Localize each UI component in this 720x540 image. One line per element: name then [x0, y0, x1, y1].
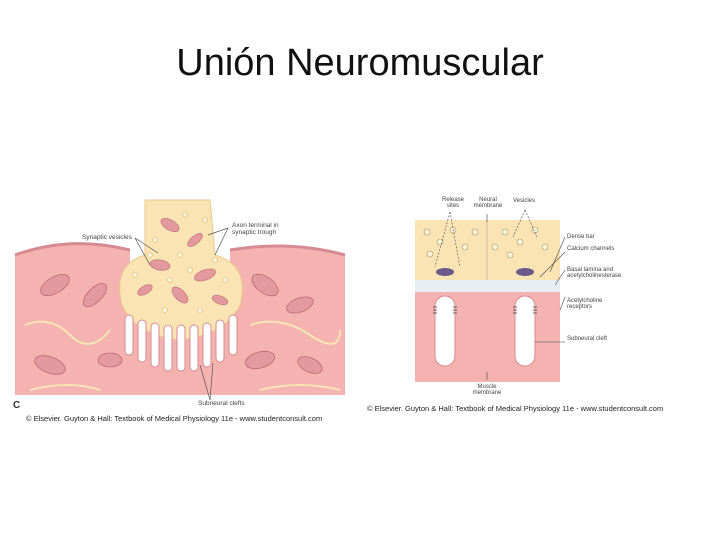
neuromuscular-junction-illustration: Synaptic vesicles Axon terminal in synap… [10, 195, 350, 430]
right-credit: © Elsevier. Guyton & Hall: Textbook of M… [367, 404, 664, 413]
label-ach-receptors: Acetylcholine receptors [567, 298, 603, 311]
label-calcium-channels: Calcium channels [567, 246, 615, 252]
left-credit: © Elsevier. Guyton & Hall: Textbook of M… [26, 414, 323, 423]
label-release-sites: Release sites [441, 197, 464, 210]
label-subneural-clefts: Subneural clefts [198, 400, 245, 407]
slide-title: Unión Neuromuscular [176, 42, 544, 84]
label-muscle-membrane: Muscle membrane [472, 384, 502, 397]
label-vesicles: Vesicles [513, 198, 536, 204]
label-synaptic-vesicles: Synaptic vesicles [82, 234, 132, 241]
panel-letter: C [13, 400, 21, 411]
label-neural-membrane: Neural membrane [473, 197, 503, 210]
synapse-detail-drawing [415, 209, 566, 382]
synapse-detail-illustration: Release sites Neural membrane Vesicles D… [365, 192, 710, 417]
label-subneural-cleft: Subneural cleft [567, 336, 608, 342]
label-dense-bar: Dense bar [567, 234, 595, 240]
label-basal-lamina: Basal lamina and acetylcholinesterase [567, 267, 622, 280]
label-axon-terminal: Axon terminal in synaptic trough [232, 222, 279, 236]
junction-drawing [14, 199, 346, 401]
